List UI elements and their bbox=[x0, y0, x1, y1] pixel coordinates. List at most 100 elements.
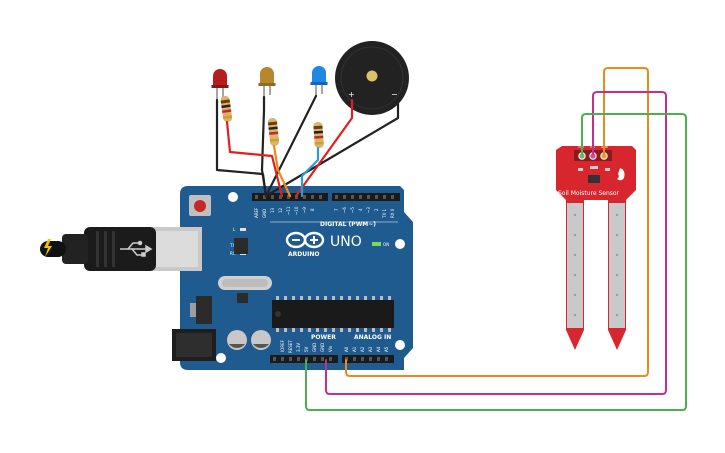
usb-plug-grip bbox=[62, 234, 88, 264]
led-red[interactable] bbox=[211, 69, 229, 100]
mount-hole-2 bbox=[395, 239, 405, 249]
led-rx-label: RX bbox=[230, 251, 236, 256]
arduino-infinity-logo-icon bbox=[285, 231, 325, 249]
resistor-1-band-3 bbox=[222, 109, 232, 114]
pin-label-d5: ~5 bbox=[350, 207, 355, 213]
led-yellow-dome bbox=[260, 67, 274, 85]
led-yellow-rim bbox=[258, 83, 276, 86]
capacitor-2-mark bbox=[253, 344, 269, 348]
arduino-uno-board[interactable]: AREF GND 13 12 ~11 ~10 ~9 8 7 ~6 ~5 4 ~3… bbox=[172, 186, 413, 370]
crystal-inner bbox=[222, 279, 268, 287]
led-on-indicator bbox=[372, 242, 381, 246]
pin-label-d8: 8 bbox=[310, 208, 315, 211]
digital-header-right bbox=[332, 193, 400, 201]
usb-cable-wire bbox=[40, 241, 66, 257]
sensor-smd-1 bbox=[578, 168, 583, 171]
wire-green-sensor-5v bbox=[305, 113, 687, 411]
pin-label-ioref: IOREF bbox=[280, 339, 285, 352]
usb-cable[interactable] bbox=[40, 227, 156, 271]
resistor-1-band-2 bbox=[221, 104, 231, 109]
reset-button-cap[interactable] bbox=[194, 200, 206, 212]
led-yellow[interactable] bbox=[258, 67, 276, 97]
resistor-1[interactable] bbox=[220, 95, 233, 122]
pin-label-vin: Vin bbox=[328, 345, 333, 352]
wire-black-buzzer-gnd bbox=[264, 98, 400, 198]
wire-orange-sensor-a0 bbox=[345, 67, 649, 377]
atmega-chip bbox=[272, 300, 394, 328]
buzzer-ring bbox=[340, 46, 404, 110]
pin-label-a1: A1 bbox=[352, 346, 357, 352]
led-blue-rim bbox=[310, 82, 328, 85]
pin-label-gnd-2: GND bbox=[320, 343, 325, 352]
pin-label-reset: RESET bbox=[288, 340, 293, 353]
wire-black-led-yellow-gnd bbox=[260, 95, 268, 198]
led-blue-dome bbox=[312, 66, 326, 84]
atmega-chip-pins bbox=[276, 296, 391, 332]
wire-red-resistor1-d13 bbox=[225, 120, 284, 198]
analog-header bbox=[342, 355, 394, 363]
mount-hole-4 bbox=[216, 353, 226, 363]
wire-red-buzzer-d9 bbox=[294, 98, 354, 198]
led-blue[interactable] bbox=[310, 66, 328, 96]
sensor-smd-3 bbox=[590, 166, 598, 169]
led-l-indicator bbox=[240, 228, 246, 231]
resistor-2-band-2 bbox=[268, 126, 278, 130]
usb-plug-ridges bbox=[96, 231, 115, 267]
digital-header-sockets bbox=[255, 195, 394, 199]
pin-label-d3: ~3 bbox=[366, 207, 371, 213]
wire-orange-resistor2-d12 bbox=[272, 144, 292, 198]
dc-power-jack-inner bbox=[176, 333, 212, 357]
pin-label-5v: 5V bbox=[304, 346, 309, 352]
resistor-3-band-4 bbox=[314, 141, 324, 145]
led-tx-label: TX bbox=[229, 243, 235, 248]
sensor-prong-right-plating bbox=[609, 203, 625, 328]
pin-label-3v3: 3.3V bbox=[296, 343, 301, 352]
resistor-2[interactable] bbox=[267, 117, 280, 147]
board-brand: ARDUINO bbox=[288, 251, 319, 258]
pin-label-a4: A4 bbox=[376, 346, 381, 352]
usb-symbol-icon bbox=[120, 240, 153, 257]
pin-label-tx1: TX 1 bbox=[382, 209, 387, 219]
capacitor-1-mark bbox=[229, 344, 245, 348]
mount-hole-3 bbox=[395, 340, 405, 350]
soil-moisture-sensor[interactable]: VCC SIG GND Soil Moisture Sensor bbox=[556, 145, 636, 350]
pin-label-d9: ~9 bbox=[302, 207, 307, 213]
pin-label-gnd-1: GND bbox=[312, 343, 317, 352]
mount-hole-1 bbox=[228, 192, 238, 202]
pin-label-d7: 7 bbox=[334, 208, 339, 211]
power-header bbox=[270, 355, 338, 363]
pin-label-d4: 4 bbox=[358, 208, 363, 211]
resistor-3[interactable] bbox=[313, 121, 324, 149]
resistor-2-band-3 bbox=[269, 131, 279, 135]
pin-label-d11: ~11 bbox=[286, 206, 291, 215]
sensor-label: Soil Moisture Sensor bbox=[558, 190, 620, 197]
resistor-3-band-3 bbox=[314, 135, 324, 139]
sensor-smd-2 bbox=[605, 168, 610, 171]
digital-header-label: DIGITAL (PWM~) bbox=[320, 221, 376, 228]
led-red-rim bbox=[211, 85, 229, 88]
usb-serial-chip bbox=[234, 238, 248, 254]
sparkfun-logo-icon bbox=[617, 168, 625, 181]
voltage-regulator-tab bbox=[190, 303, 196, 317]
wire-teal-resistor3-d10 bbox=[300, 146, 320, 198]
pin-label-d13: 13 bbox=[270, 207, 275, 213]
pin-label-d6: ~6 bbox=[342, 207, 347, 213]
resistor-2-band-4 bbox=[269, 138, 279, 142]
bottom-header-sockets bbox=[273, 357, 388, 361]
sensor-ic bbox=[588, 175, 600, 183]
pin-label-a0: A0 bbox=[344, 346, 349, 352]
buzzer-plus-label: + bbox=[348, 90, 355, 99]
resistor-1-band-4 bbox=[222, 115, 233, 119]
pin-label-a2: A2 bbox=[360, 346, 365, 352]
usb-port[interactable] bbox=[152, 227, 202, 271]
piezo-buzzer[interactable]: + − bbox=[335, 41, 409, 115]
sensor-prong-left-plating bbox=[567, 203, 583, 328]
resistor-1-band-1 bbox=[220, 99, 230, 104]
cable-end-lightning-icon bbox=[44, 239, 52, 257]
pin-label-aref: AREF bbox=[254, 207, 259, 218]
voltage-regulator bbox=[196, 296, 212, 324]
pin-label-d2: 2 bbox=[374, 208, 379, 211]
resistor-3-band-2 bbox=[313, 130, 323, 134]
usb-port-inner bbox=[156, 231, 198, 267]
